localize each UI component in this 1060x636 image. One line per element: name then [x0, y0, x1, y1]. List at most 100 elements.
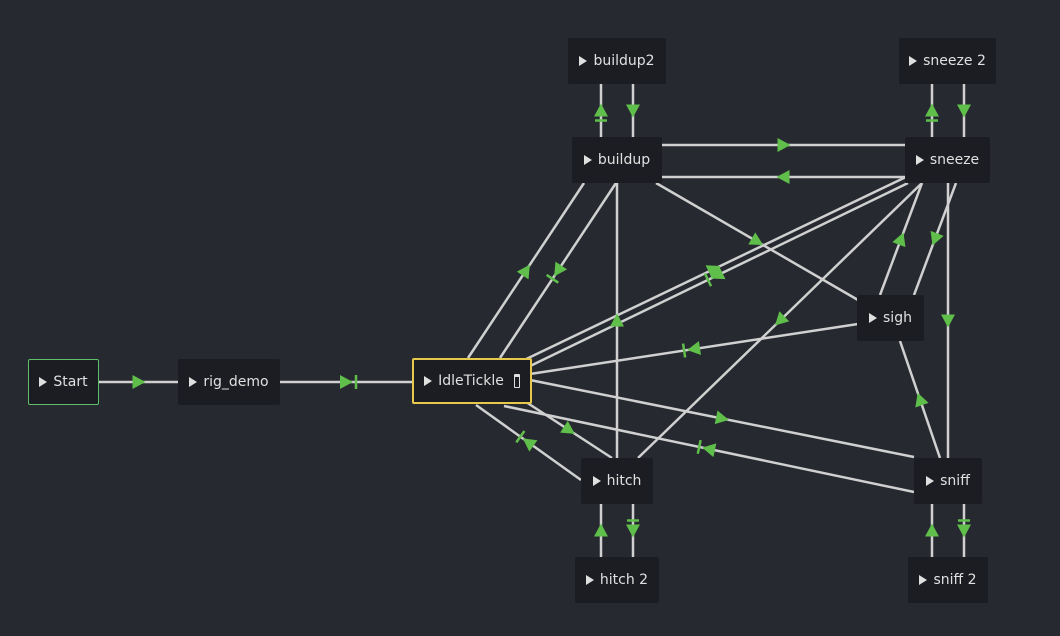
transition-arrow-icon [957, 519, 971, 538]
transition-arrow-icon [610, 313, 624, 327]
play-icon[interactable] [579, 56, 588, 66]
transition-arrow-icon [703, 266, 726, 287]
transition-arrow-icon [515, 430, 538, 452]
play-icon[interactable] [583, 155, 592, 165]
transition-sneeze2-to-sneeze[interactable] [957, 84, 971, 137]
transition-arrow-icon [696, 439, 717, 458]
transition-sigh-to-sneeze[interactable] [878, 182, 924, 296]
play-icon[interactable] [915, 155, 924, 165]
transition-arrow-icon [594, 103, 608, 122]
play-icon[interactable] [585, 575, 594, 585]
transition-sneeze-to-idletickle[interactable] [525, 181, 909, 370]
play-icon[interactable] [869, 313, 878, 323]
transition-arrow-icon [545, 261, 568, 284]
transition-sniff-to-sigh[interactable] [898, 340, 942, 459]
arrow-head [915, 392, 929, 408]
transition-idletickle-to-hitch[interactable] [525, 400, 613, 460]
arrow-head [941, 314, 955, 328]
arrow-head [776, 170, 790, 184]
transition-sniff-to-idletickle[interactable] [503, 404, 915, 494]
state-label: sigh [883, 310, 912, 326]
transition-arrow-icon [560, 420, 575, 434]
state-node-hitch2[interactable]: hitch 2 [575, 557, 659, 603]
transition-arrow-icon [957, 104, 971, 118]
arrow-head [516, 264, 530, 280]
transition-sneeze-to-sigh[interactable] [912, 182, 958, 296]
transition-buildup2-to-buildup[interactable] [626, 84, 640, 137]
transition-arrow-icon [925, 523, 939, 537]
transition-hitch2-to-hitch[interactable] [594, 504, 608, 557]
transition-sneeze-to-sneeze2[interactable] [925, 84, 939, 137]
state-node-sneeze2[interactable]: sneeze 2 [899, 38, 996, 84]
state-label: rig_demo [203, 374, 269, 390]
transition-buildup-to-buildup2[interactable] [594, 84, 608, 137]
transition-start-to-rig_demo[interactable] [99, 375, 178, 389]
play-icon[interactable] [592, 476, 601, 486]
immediate-bar [696, 439, 702, 455]
arrow-head [957, 524, 971, 538]
transition-arrow-icon [714, 410, 729, 425]
arrow-head [610, 313, 624, 327]
arrow-head [594, 523, 608, 537]
state-label: Start [53, 374, 88, 390]
state-node-sniff2[interactable]: sniff 2 [908, 557, 988, 603]
play-icon[interactable] [926, 476, 935, 486]
transition-arrow-icon [681, 341, 701, 358]
state-label: IdleTickle [438, 373, 504, 389]
transition-arrow-icon [626, 104, 640, 118]
state-node-buildup2[interactable]: buildup2 [568, 38, 666, 84]
transition-idletickle-to-sniff[interactable] [529, 378, 915, 459]
play-icon[interactable] [919, 575, 928, 585]
state-node-hitch[interactable]: hitch [581, 458, 653, 504]
state-label: sniff [940, 473, 970, 489]
state-node-sniff[interactable]: sniff [914, 458, 982, 504]
transition-idletickle-to-sneeze[interactable] [519, 174, 909, 364]
arrow-head [522, 438, 538, 452]
state-label: hitch 2 [599, 572, 649, 588]
transition-sneeze-to-hitch[interactable] [637, 182, 923, 459]
arrow-head [892, 232, 906, 248]
transition-sigh-to-idletickle[interactable] [529, 322, 859, 376]
transition-hitch-to-buildup[interactable] [610, 183, 624, 458]
immediate-bar [703, 273, 713, 287]
state-node-start[interactable]: Start [28, 359, 99, 405]
transition-arrow-icon [626, 519, 640, 538]
transition-arrow-icon [774, 311, 790, 326]
arrow-head [626, 524, 640, 538]
transition-buildup-to-sneeze[interactable] [662, 138, 905, 152]
transition-rig_demo-to-idletickle[interactable] [280, 375, 412, 389]
transition-idletickle-to-buildup[interactable] [466, 182, 586, 359]
transition-sniff-to-sniff2[interactable] [957, 504, 971, 557]
transition-sneeze-to-buildup[interactable] [662, 170, 905, 184]
transition-arrow-icon [705, 265, 721, 278]
edit-icon[interactable] [513, 374, 520, 388]
transition-arrow-icon [777, 138, 791, 152]
state-label: buildup2 [593, 53, 655, 69]
transition-buildup-to-sigh[interactable] [655, 181, 859, 302]
arrow-head [925, 103, 939, 117]
arrow-head [714, 410, 729, 425]
state-node-sigh[interactable]: sigh [857, 295, 924, 341]
immediate-bar [515, 430, 526, 444]
arrow-head [957, 104, 971, 118]
transition-arrow-icon [594, 523, 608, 537]
transition-arrow-icon [776, 170, 790, 184]
play-icon[interactable] [189, 377, 198, 387]
play-icon[interactable] [909, 56, 918, 66]
arrow-head [774, 311, 790, 326]
transition-hitch-to-hitch2[interactable] [626, 504, 640, 557]
state-node-idletickle[interactable]: IdleTickle [412, 358, 532, 404]
play-icon[interactable] [39, 377, 48, 387]
transition-arrow-icon [930, 230, 944, 246]
transition-sniff2-to-sniff[interactable] [925, 504, 939, 557]
state-node-rig_demo[interactable]: rig_demo [178, 359, 280, 405]
transition-hitch-to-idletickle[interactable] [475, 403, 582, 482]
transition-sneeze-to-sniff[interactable] [941, 183, 955, 458]
state-node-buildup[interactable]: buildup [572, 137, 662, 183]
transition-arrow-icon [748, 232, 764, 246]
transition-buildup-to-idletickle[interactable] [498, 182, 618, 359]
state-node-sneeze[interactable]: sneeze [905, 137, 990, 183]
play-icon[interactable] [424, 376, 433, 386]
state-label: hitch [606, 473, 642, 489]
immediate-bar [545, 273, 560, 284]
